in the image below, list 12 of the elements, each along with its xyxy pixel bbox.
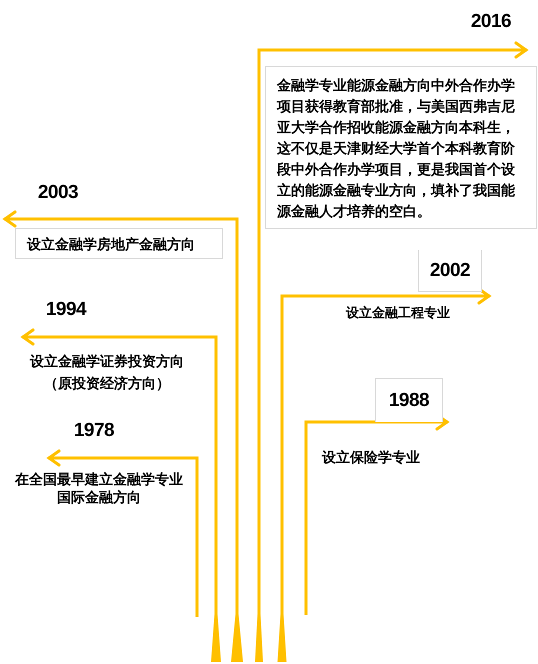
year-label: 1988 (375, 378, 443, 422)
year-label: 1978 (72, 421, 116, 441)
description-text: 设立保险学专业 (322, 448, 430, 466)
year-label: 2002 (418, 250, 482, 292)
description-text: 设立金融学证券投资方向（原投资经济方向） (26, 350, 188, 394)
year-label: 2016 (470, 11, 512, 33)
description-text: 设立金融工程专业 (336, 304, 460, 322)
year-label: 1994 (44, 300, 88, 320)
description-card: 设立金融学房地产金融方向 (15, 228, 223, 259)
description-text: 在全国最早建立金融学专业国际金融方向 (10, 470, 188, 506)
description-card: 金融学专业能源金融方向中外合作办学项目获得教育部批准，与美国西弗吉尼亚大学合作招收能源金融方向本科生，这不仅是天津财经大学首个本科教育阶段中外合作办学项目，更是我国首个设立的能源金融专业方向，填补了我国能源金融人才培养的空白。 (265, 66, 537, 229)
year-label: 2003 (36, 183, 80, 203)
